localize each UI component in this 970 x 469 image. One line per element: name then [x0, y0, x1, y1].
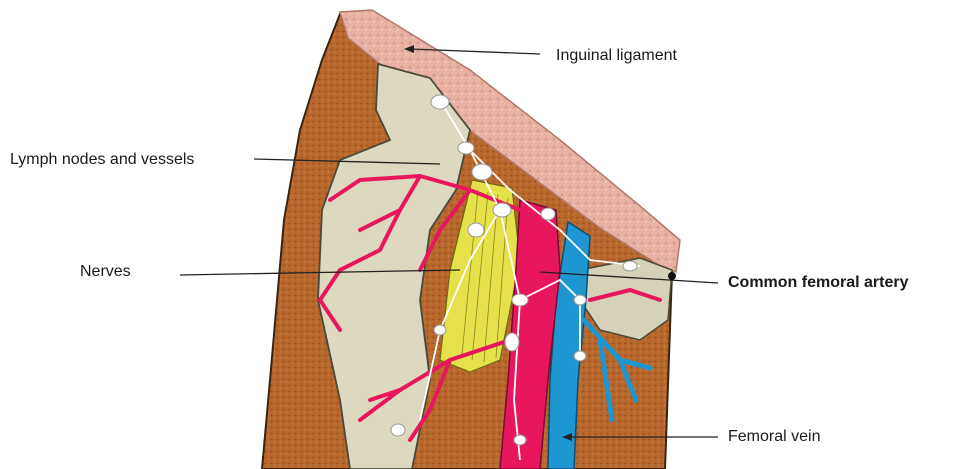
leader-dot-artery	[668, 272, 676, 280]
label-inguinal-ligament: Inguinal ligament	[556, 46, 677, 66]
label-femoral-vein: Femoral vein	[728, 427, 820, 447]
label-lymph-nodes-and-vessels: Lymph nodes and vessels	[10, 150, 194, 170]
label-common-femoral-artery: Common femoral artery	[728, 273, 909, 293]
label-nerves: Nerves	[80, 262, 131, 282]
